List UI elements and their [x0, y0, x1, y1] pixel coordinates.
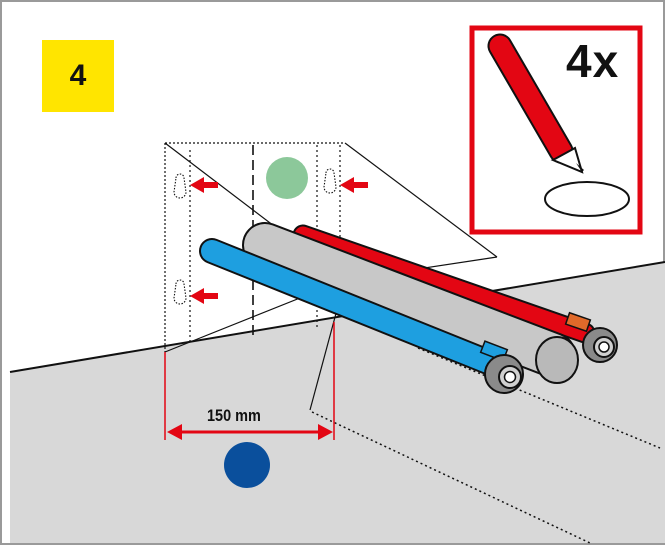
repeat-count-label: 4x: [566, 35, 620, 87]
arrow-left-icon: [190, 288, 218, 304]
dimension-150mm: [164, 322, 335, 440]
floor-guide-line: [417, 347, 661, 449]
arrow-right-icon: [318, 424, 333, 440]
green-marker-dot: [266, 157, 308, 199]
arrow-left-icon: [340, 177, 368, 193]
marker-pen-icon: [487, 33, 584, 174]
arrow-left-icon: [167, 424, 182, 440]
dimension-label: 150 mm: [207, 406, 261, 425]
mark-arrows: [190, 177, 368, 304]
step-number: 4: [69, 59, 87, 92]
blue-marker-dot: [224, 442, 270, 488]
marking-inset: [469, 25, 643, 235]
pipes: [199, 222, 618, 394]
floor-guide-line: [311, 411, 591, 544]
wall-floor-edge: [9, 261, 665, 373]
mark-circle: [544, 181, 630, 217]
step-badge-bg: [42, 40, 114, 112]
arrow-left-icon: [190, 177, 218, 193]
